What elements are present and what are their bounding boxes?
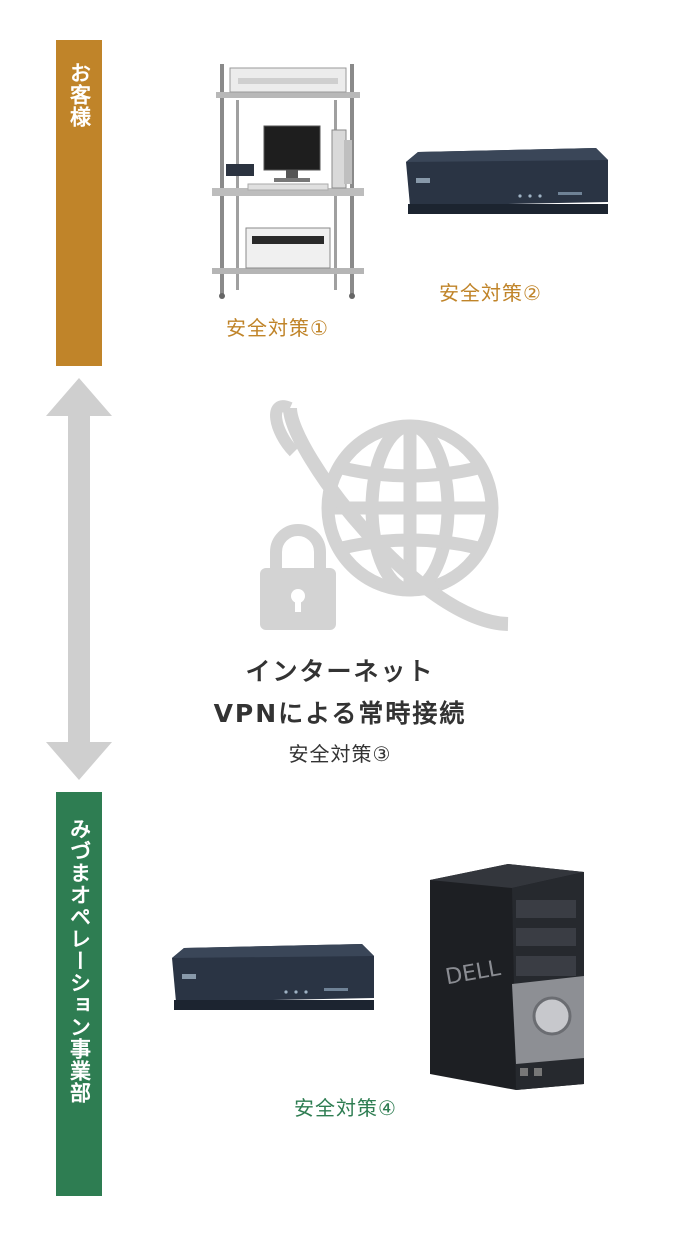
customer-band: お客様 — [56, 40, 102, 366]
security-measure-2-label: 安全対策② — [439, 281, 542, 305]
customer-router-image — [406, 148, 608, 214]
mizuma-router-image — [172, 944, 374, 1010]
globe-lock-icon — [260, 400, 509, 631]
mizuma-server-image: DELL — [430, 864, 584, 1090]
internet-label: インターネット — [245, 657, 435, 686]
mizuma-label: みづまオペレーション事業部 — [67, 818, 92, 1104]
security-measure-3-label: 安全対策③ — [288, 742, 392, 766]
mizuma-band: みづまオペレーション事業部 — [56, 792, 102, 1196]
customer-label: お客様 — [67, 62, 92, 128]
vpn-connection-label: VPNによる常時接続 — [213, 699, 467, 728]
customer-workstation-image — [212, 64, 364, 299]
security-measure-1-label: 安全対策① — [226, 316, 329, 340]
security-measure-4-label: 安全対策④ — [294, 1096, 397, 1120]
double-arrow-icon — [46, 378, 112, 780]
